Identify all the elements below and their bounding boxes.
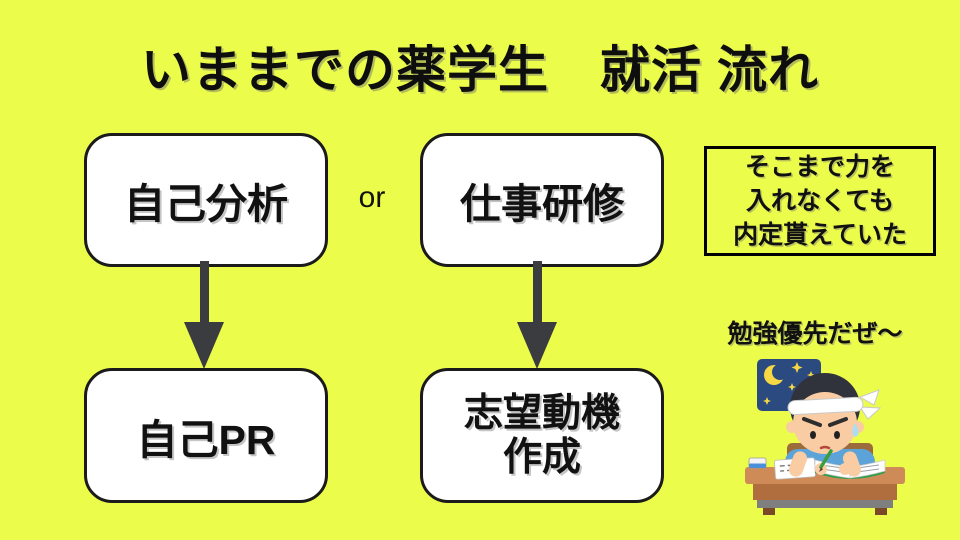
sweat-drop-icon xyxy=(852,423,859,437)
note-line: 入れなくても xyxy=(745,187,894,215)
boy-arms xyxy=(788,449,862,477)
mouth xyxy=(819,445,831,450)
pencil-icon xyxy=(819,449,833,472)
eraser-icon xyxy=(748,457,767,469)
eye xyxy=(810,431,816,439)
eye xyxy=(834,431,840,439)
headband-icon xyxy=(787,389,882,420)
eyebrow xyxy=(802,417,822,427)
page-title: いままでの薬学生 就活 流れ xyxy=(141,42,819,98)
note-line: 内定貰えていた xyxy=(733,221,907,249)
studying-boy-illustration xyxy=(745,359,905,515)
down-arrow-icon xyxy=(200,261,209,325)
flow-box-motivation: 志望動機 作成 xyxy=(420,368,664,503)
flow-box-label: 志望動機 作成 xyxy=(463,391,620,479)
flow-box-self-analysis: 自己分析 xyxy=(84,133,328,267)
note-line: そこまで力を xyxy=(744,153,895,181)
flow-box-label: 自己分析 xyxy=(124,181,288,227)
flow-box-label: 仕事研修 xyxy=(460,181,624,227)
down-arrow-icon xyxy=(517,322,557,369)
boy-head xyxy=(786,373,882,454)
eyebrow xyxy=(828,417,848,427)
down-arrow-icon xyxy=(533,261,542,325)
flow-box-label: 自己PR xyxy=(136,416,276,463)
note-box: そこまで力を 入れなくても 内定貰えていた xyxy=(704,146,936,256)
flow-box-self-pr: 自己PR xyxy=(84,368,328,503)
or-label: or xyxy=(358,181,386,214)
down-arrow-icon xyxy=(184,322,224,369)
flow-box-job-training: 仕事研修 xyxy=(420,133,664,267)
speech-caption: 勉強優先だぜ～ xyxy=(727,320,903,348)
